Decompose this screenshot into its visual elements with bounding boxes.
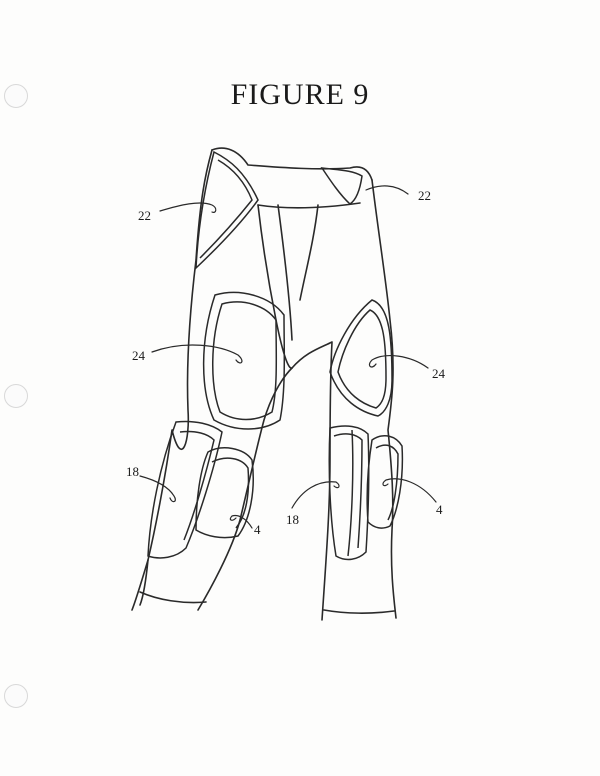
knee-pad-inner-left [195,447,254,539]
ref-label-22-right: 22 [418,188,431,203]
pants-outline [131,147,397,621]
leader-4-right [382,478,437,503]
ref-label-18-left: 18 [126,464,139,479]
leader-4-left [229,514,253,529]
ref-label-24-left: 24 [132,348,145,363]
binder-hole [4,84,28,108]
knee-pad-inner-right [366,434,404,529]
ref-label-4-right: 4 [436,502,443,517]
binder-hole [4,384,28,408]
leader-24-left [151,344,243,364]
binder-hole [4,684,28,708]
thigh-pad-right [329,299,393,417]
figure-title: FIGURE 9 [230,78,370,111]
ref-label-24-right: 24 [432,366,445,381]
leader-22-right [365,185,409,195]
knee-pad-outer-right [328,425,370,561]
ref-label-18-right: 18 [286,512,299,527]
leader-22-left [159,202,217,213]
leader-18-right [291,481,340,509]
ref-label-4-left: 4 [254,522,261,537]
thigh-pad-left [202,291,286,430]
ref-label-22-left: 22 [138,208,151,223]
leader-18-left [139,475,176,503]
hip-pad-left [195,150,259,270]
hip-pad-right [320,167,363,205]
knee-pad-outer-left [147,420,223,559]
leader-24-right [368,354,429,369]
